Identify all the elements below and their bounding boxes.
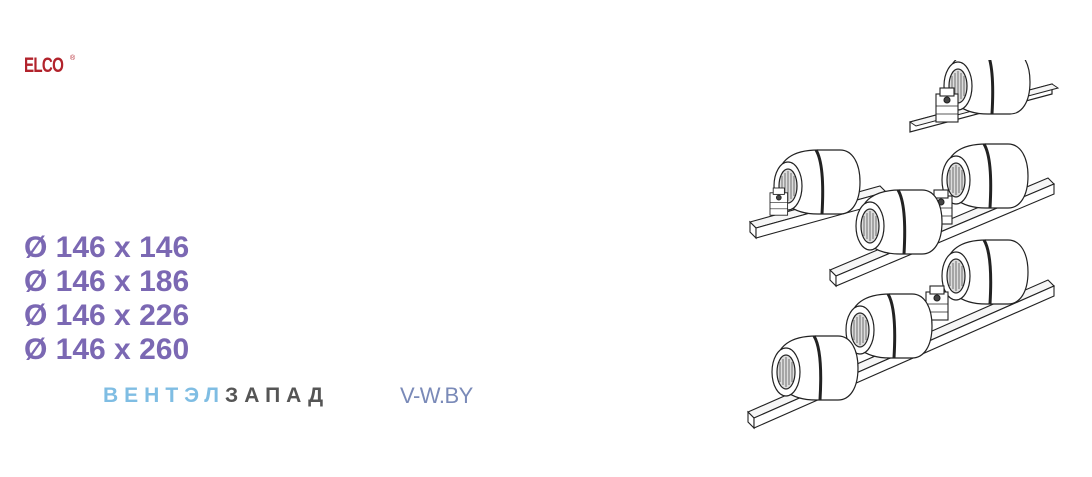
product-illustration [747,60,1060,430]
triple-fan-blower-icon [747,238,1055,430]
size-item: Ø 146 x 146 [24,231,190,264]
double-fan-blower-icon [829,142,1055,288]
size-item: Ø 146 x 260 [24,333,190,366]
registered-mark: ® [70,55,76,62]
brand-name-part1: ВЕНТЭЛ [103,384,226,407]
brand-name: ВЕНТЭЛЗАПАД [103,382,329,410]
size-list: Ø 146 x 146 Ø 146 x 186 Ø 146 x 226 Ø 14… [24,231,189,367]
elco-logo: ELCO [24,54,64,77]
size-item: Ø 146 x 186 [24,265,190,298]
brand-name-part2: ЗАПАД [225,384,330,407]
size-item: Ø 146 x 226 [24,299,190,332]
website-link[interactable]: V-W.BY [400,383,473,408]
single-fan-blower-icon [908,60,1060,133]
